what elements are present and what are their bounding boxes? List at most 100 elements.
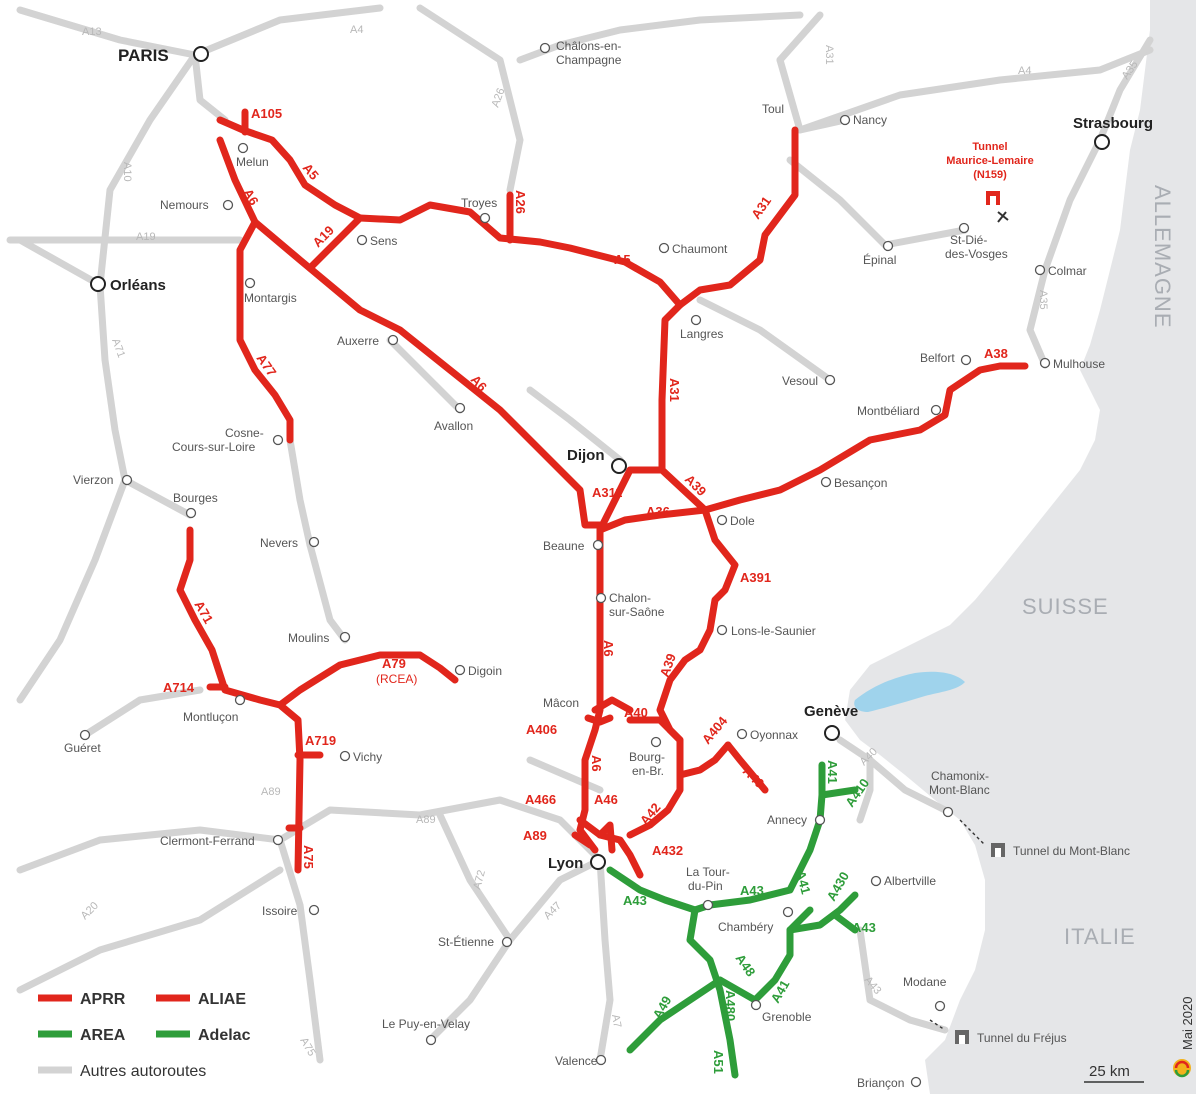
city-grenoble: Grenoble	[762, 1010, 812, 1024]
country-italie: ITALIE	[1064, 924, 1136, 949]
city-geneve: Genève	[804, 703, 858, 720]
svg-text:A19: A19	[136, 231, 156, 243]
svg-text:A79: A79	[382, 656, 406, 671]
svg-text:A43: A43	[623, 893, 647, 908]
city-lyon: Lyon	[548, 855, 583, 872]
city-montbeliard: Montbéliard	[857, 404, 920, 418]
city-bourges: Bourges	[173, 491, 218, 505]
svg-text:A20: A20	[79, 900, 101, 922]
city-melun: Melun	[236, 155, 269, 169]
svg-text:A432: A432	[652, 843, 683, 858]
city-chalon: Chalon-sur-Saône	[609, 591, 665, 619]
svg-text:A6: A6	[240, 186, 261, 208]
svg-text:A391: A391	[740, 570, 771, 585]
svg-text:A4: A4	[1018, 65, 1031, 77]
city-nevers: Nevers	[260, 536, 298, 550]
city-digoin: Digoin	[468, 664, 502, 678]
legend-aprr-label: APRR	[80, 991, 126, 1008]
svg-text:A40: A40	[624, 705, 648, 720]
svg-text:A4: A4	[350, 24, 363, 36]
legend: APRR ALIAE AREA Adelac Autres autoroutes	[38, 991, 251, 1080]
legend-adelac-label: Adelac	[198, 1027, 251, 1044]
city-gueret: Guéret	[64, 741, 101, 755]
city-issoire: Issoire	[262, 904, 298, 918]
country-suisse: SUISSE	[1022, 594, 1109, 619]
city-epinal: Épinal	[863, 252, 896, 267]
svg-text:A6: A6	[589, 755, 604, 772]
city-albertville: Albertville	[884, 874, 936, 888]
svg-text:A42: A42	[637, 800, 664, 828]
city-dijon: Dijon	[567, 447, 605, 464]
svg-text:A480: A480	[723, 990, 738, 1021]
svg-text:(RCEA): (RCEA)	[376, 672, 417, 686]
svg-text:A13: A13	[82, 26, 102, 38]
city-vierzon: Vierzon	[73, 473, 113, 487]
city-colmar: Colmar	[1048, 264, 1087, 278]
svg-text:A46: A46	[594, 792, 618, 807]
svg-text:A404: A404	[699, 713, 731, 747]
svg-text:A466: A466	[525, 792, 556, 807]
date-label: Mai 2020	[1180, 997, 1195, 1050]
svg-text:A5: A5	[614, 252, 631, 267]
city-dole: Dole	[730, 514, 755, 528]
city-auxerre: Auxerre	[337, 334, 379, 348]
city-macon: Mâcon	[543, 696, 579, 710]
city-troyes: Troyes	[461, 196, 497, 210]
city-chalons: Châlons-en-Champagne	[556, 39, 622, 67]
tunnel-maurice-wrench-icon	[997, 211, 1009, 223]
svg-text:A71: A71	[109, 337, 127, 360]
legend-other-label: Autres autoroutes	[80, 1063, 206, 1080]
city-markers	[79, 42, 1051, 1088]
legend-area-label: AREA	[80, 1027, 126, 1044]
svg-text:A10: A10	[121, 162, 133, 182]
lake-geneva	[854, 671, 965, 712]
city-mulhouse: Mulhouse	[1053, 357, 1105, 371]
svg-text:A51: A51	[711, 1050, 726, 1074]
city-besancon: Besançon	[834, 476, 887, 490]
city-paris: PARIS	[118, 46, 169, 65]
svg-text:A6: A6	[601, 640, 616, 657]
city-stdie: St-Dié-des-Vosges	[945, 233, 1008, 261]
legend-aliae-label: ALIAE	[198, 991, 246, 1008]
svg-text:A48: A48	[733, 951, 759, 979]
svg-text:A36: A36	[646, 504, 670, 519]
svg-text:A7: A7	[609, 1013, 623, 1028]
city-strasbourg: Strasbourg	[1073, 115, 1153, 132]
svg-text:A719: A719	[305, 733, 336, 748]
city-toul: Toul	[762, 102, 784, 116]
city-orleans: Orléans	[110, 277, 166, 294]
scale-label: 25 km	[1089, 1063, 1130, 1080]
svg-text:A89: A89	[416, 814, 436, 826]
city-lons: Lons-le-Saunier	[731, 624, 816, 638]
other-motorways	[6, 4, 1154, 1064]
city-oyonnax: Oyonnax	[750, 728, 798, 742]
svg-text:A72: A72	[471, 869, 488, 891]
city-latour: La Tour-du-Pin	[686, 865, 730, 893]
svg-text:A105: A105	[251, 106, 282, 121]
foreign-territory	[845, 0, 1196, 1094]
svg-text:A89: A89	[523, 828, 547, 843]
city-montlucon: Montluçon	[183, 710, 238, 724]
svg-text:A31: A31	[748, 194, 774, 222]
city-avallon: Avallon	[434, 419, 473, 433]
tunnel-montblanc-label: Tunnel du Mont-Blanc	[1013, 844, 1130, 858]
svg-text:A35: A35	[1037, 290, 1049, 310]
tunnel-frejus-label: Tunnel du Fréjus	[977, 1031, 1067, 1045]
city-annecy: Annecy	[767, 813, 807, 827]
city-briancon: Briançon	[857, 1076, 904, 1090]
city-chamonix: Chamonix-Mont-Blanc	[929, 769, 990, 797]
city-modane: Modane	[903, 975, 947, 989]
city-chaumont: Chaumont	[672, 242, 728, 256]
major-city-markers	[90, 46, 1110, 870]
svg-text:A31: A31	[823, 45, 835, 65]
svg-text:A311: A311	[592, 485, 622, 500]
city-labels: Châlons-en-Champagne Melun Nemours Monta…	[64, 39, 1105, 1090]
city-cosne: Cosne-Cours-sur-Loire	[172, 426, 264, 454]
scale-bar: 25 km	[1084, 1063, 1144, 1083]
city-valence: Valence	[555, 1054, 598, 1068]
svg-text:A89: A89	[261, 786, 281, 798]
city-clermont: Clermont-Ferrand	[160, 834, 255, 848]
country-allemagne: ALLEMAGNE	[1150, 185, 1175, 329]
